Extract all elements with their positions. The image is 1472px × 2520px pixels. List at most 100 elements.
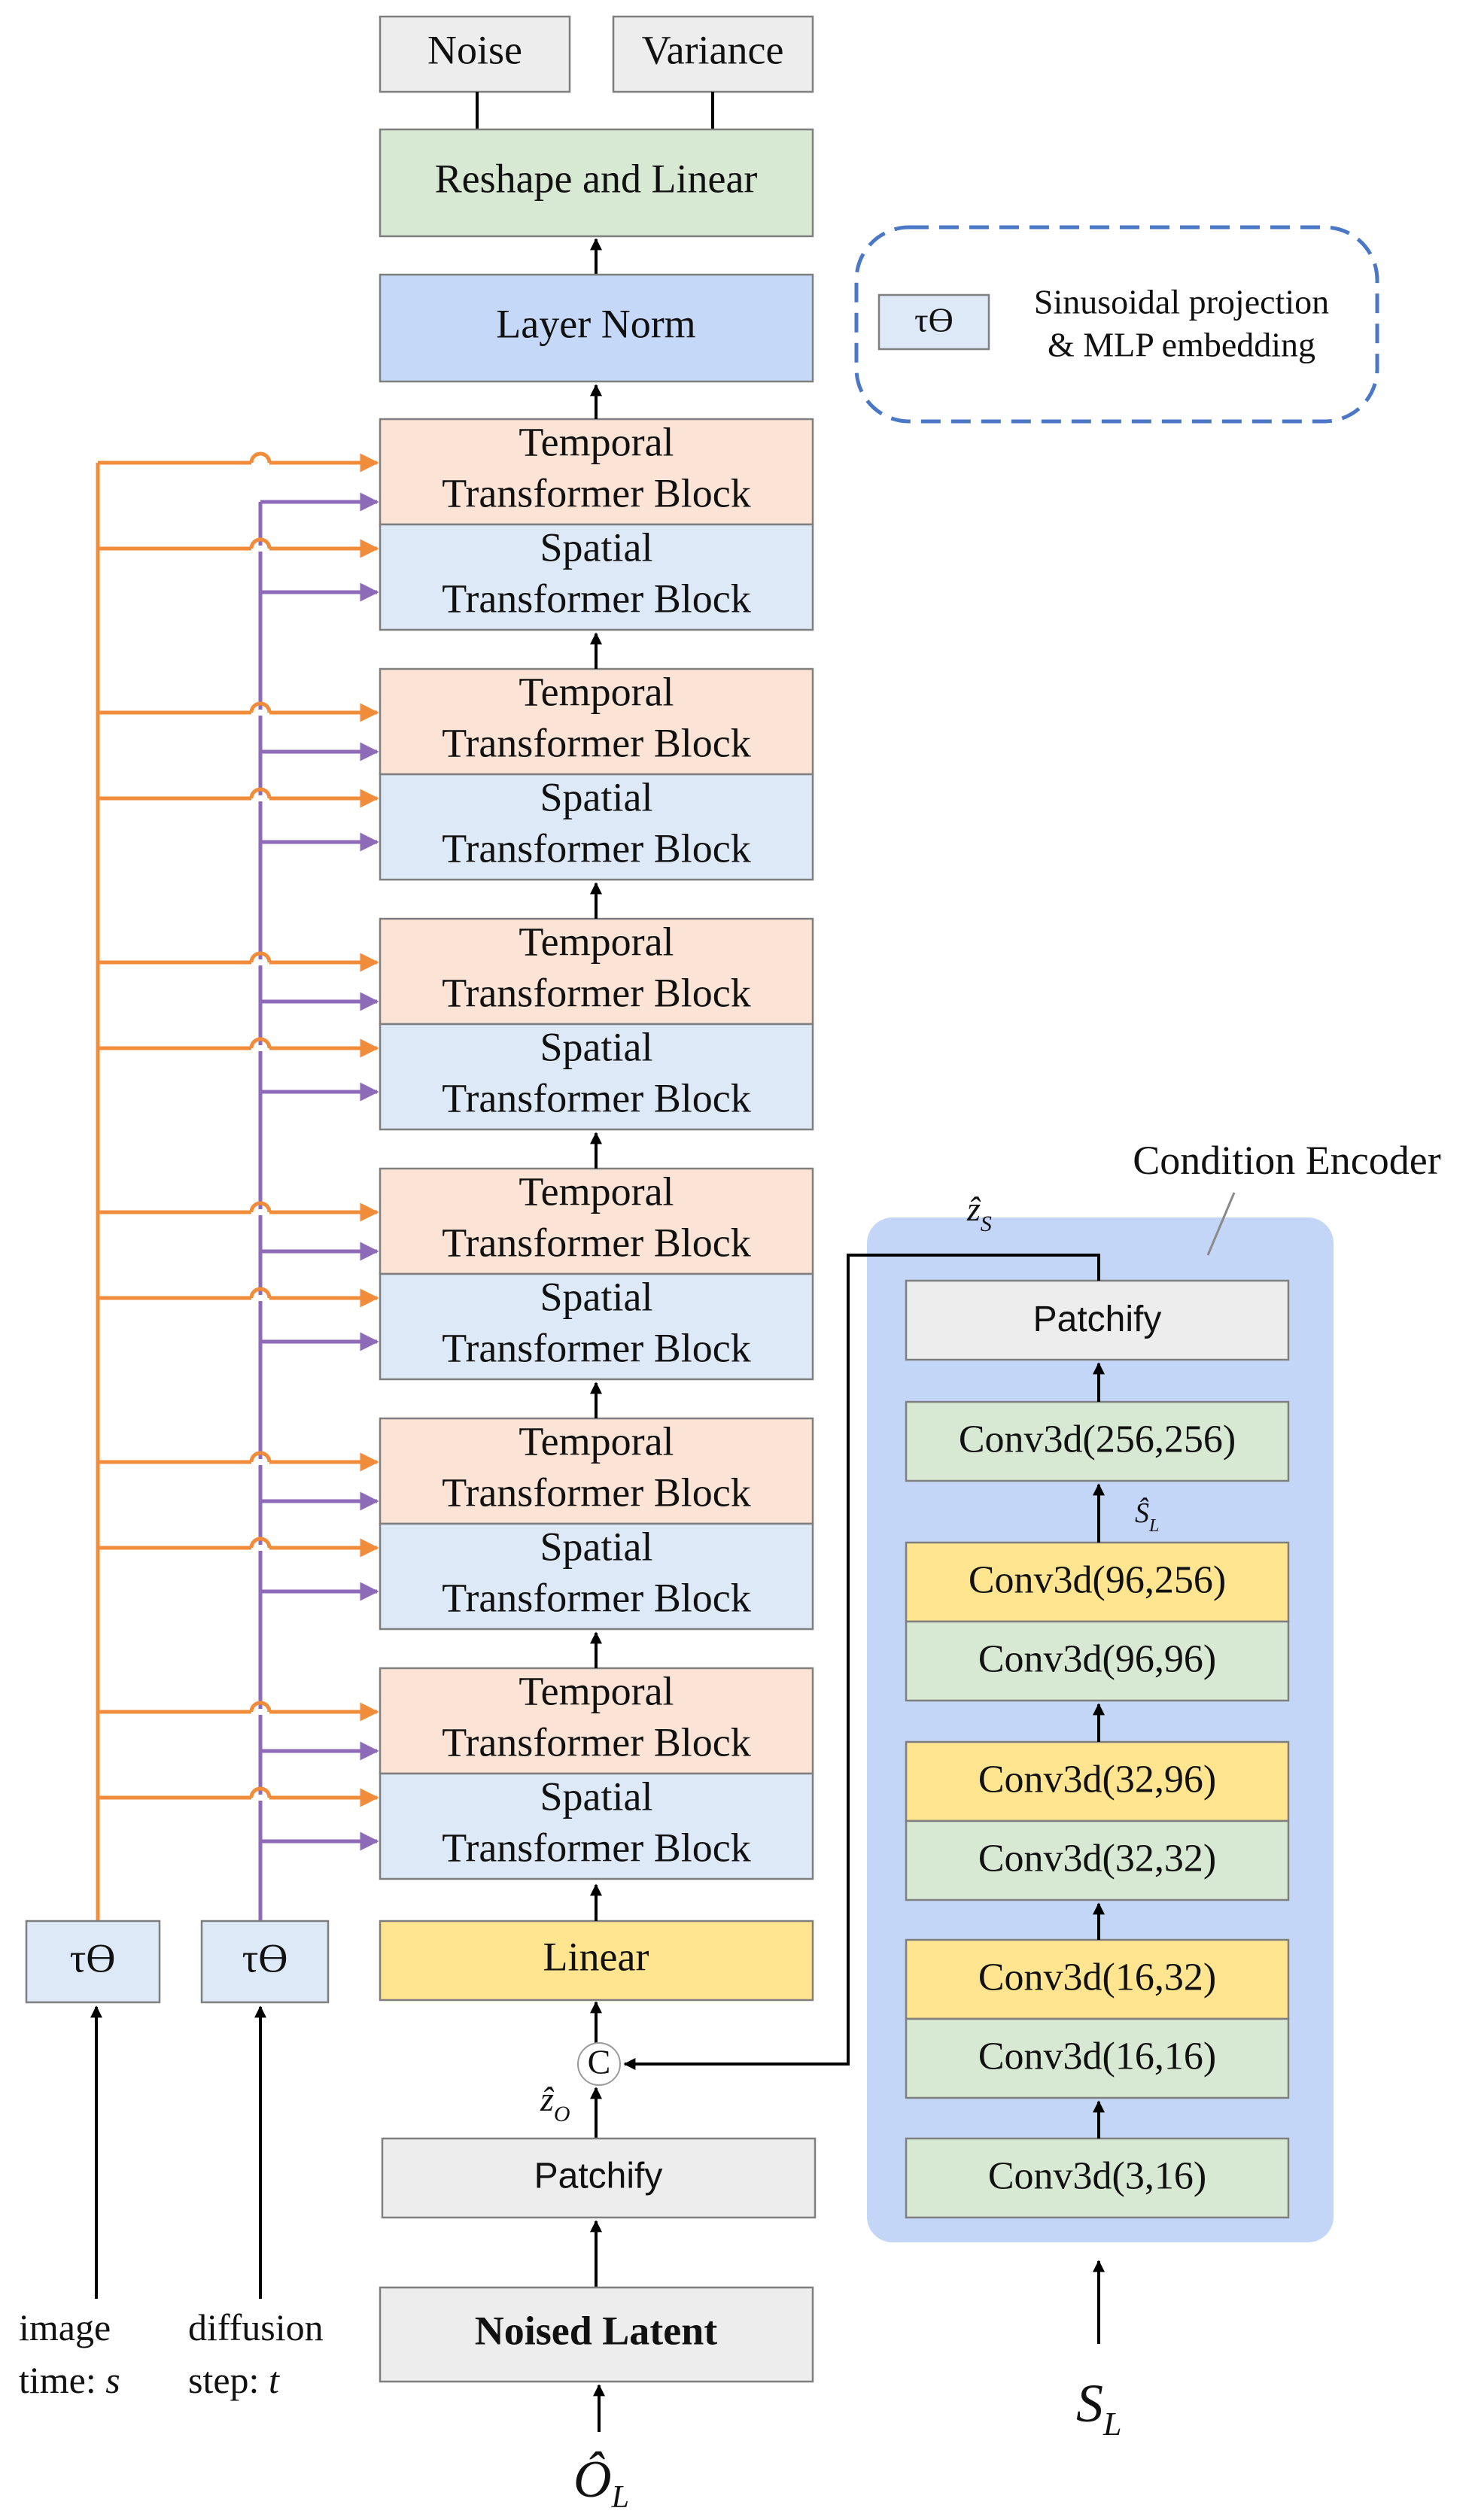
spatial-block-label: Spatial <box>540 774 653 819</box>
z-s-label: ẑS <box>966 1190 992 1236</box>
layer-norm-label: Layer Norm <box>496 301 695 346</box>
crossing-gap <box>251 1709 269 1715</box>
concat-label: C <box>588 2043 611 2081</box>
spatial-block-label: Transformer Block <box>442 825 750 871</box>
encoder-layer: Conv3d(3,16) <box>905 2137 1290 2219</box>
spatial-block-label: Spatial <box>540 1274 653 1319</box>
condition-encoder-pointer <box>1206 1192 1236 1256</box>
temporal-block-label: Transformer Block <box>442 1470 750 1515</box>
legend-line-1: Sinusoidal projection <box>1034 283 1329 321</box>
reshape-linear-box: Reshape and Linear <box>379 128 814 238</box>
embedding-feeds <box>96 451 379 1921</box>
legend-tau-symbol: τϴ <box>914 301 953 339</box>
encoder-layer-label: Conv3d(32,96) <box>978 1758 1216 1801</box>
temporal-block-label: Transformer Block <box>442 470 750 515</box>
crossing-gap <box>251 546 269 552</box>
encoder-layer: Conv3d(256,256) <box>905 1400 1290 1482</box>
encoder-layer-label: Conv3d(16,16) <box>978 2035 1216 2078</box>
encoder-layer: Conv3d(16,32) <box>905 1938 1290 2020</box>
temporal-block-label: Transformer Block <box>442 1220 750 1265</box>
encoder-layer: Patchify <box>905 1279 1290 1361</box>
patchify-box: Patchify <box>381 2137 817 2219</box>
crossing-hop <box>249 1037 272 1049</box>
diffusion-step-line-1: diffusion <box>188 2306 324 2348</box>
spatial-block-label: Spatial <box>540 1024 653 1069</box>
linear-box: Linear <box>379 1920 814 2002</box>
crossing-hop <box>249 951 272 963</box>
temporal-block-label: Temporal <box>519 1668 674 1713</box>
noise-output: Noise <box>379 15 571 93</box>
legend-line-2: & MLP embedding <box>1048 326 1315 364</box>
image-time-line-2: time: s <box>19 2359 120 2401</box>
crossing-hop <box>249 451 272 464</box>
temporal-block-label: Temporal <box>519 669 674 714</box>
encoder-layer-label: Patchify <box>1033 1300 1162 1339</box>
temporal-block-label: Transformer Block <box>442 1719 750 1765</box>
encoder-layer-label: Conv3d(96,96) <box>978 1637 1216 1680</box>
temporal-block-label: Temporal <box>519 919 674 964</box>
patchify-label: Patchify <box>534 2157 663 2196</box>
crossing-gap <box>251 1545 269 1551</box>
variance-output: Variance <box>612 15 814 93</box>
z-o-label: ẑO <box>540 2080 570 2126</box>
concat-node: C <box>577 2042 621 2086</box>
noised-latent-label: Noised Latent <box>475 2308 718 2353</box>
image-time-line-1: image <box>19 2306 111 2348</box>
encoder-layer: Conv3d(96,256) <box>905 1541 1290 1623</box>
encoder-layer-label: Conv3d(256,256) <box>959 1418 1236 1461</box>
crossing-gap <box>251 1459 269 1465</box>
crossing-hop <box>249 537 272 549</box>
crossing-gap <box>251 959 269 965</box>
s-l-input: SL <box>1076 2373 1121 2442</box>
legend-tau-box <box>877 293 990 351</box>
image-time-tau: τϴ <box>70 1935 116 1980</box>
spatial-block-label: Transformer Block <box>442 1825 750 1870</box>
spatial-block-label: Spatial <box>540 524 653 570</box>
condition-encoder-title: Condition Encoder <box>1133 1138 1440 1183</box>
encoder-layer: Conv3d(16,16) <box>905 2017 1290 2099</box>
spatial-block-label: Transformer Block <box>442 576 750 621</box>
spatial-block-label: Transformer Block <box>442 1075 750 1120</box>
crossing-gap <box>251 1295 269 1301</box>
encoder-layer-label: Conv3d(32,32) <box>978 1837 1216 1880</box>
encoder-layer-label: Conv3d(16,32) <box>978 1956 1216 1999</box>
crossing-gap <box>251 1045 269 1051</box>
encoder-layer: Conv3d(32,96) <box>905 1740 1290 1822</box>
encoder-layer: Conv3d(32,32) <box>905 1819 1290 1901</box>
crossing-gap <box>251 1795 269 1801</box>
crossing-hop <box>249 787 272 799</box>
temporal-block-label: Transformer Block <box>442 720 750 765</box>
legend: τϴ Sinusoidal projection & MLP embedding <box>854 225 1379 424</box>
variance-label: Variance <box>642 27 784 72</box>
o-hat-input: ÔL <box>573 2451 629 2515</box>
crossing-gap <box>251 1209 269 1215</box>
diffusion-step-embedder: τϴ <box>200 1920 330 2004</box>
crossing-gap <box>251 460 269 466</box>
image-time-embedder: τϴ <box>25 1920 161 2004</box>
crossing-hop <box>249 1287 272 1299</box>
temporal-block-label: Transformer Block <box>442 970 750 1015</box>
crossing-hop <box>249 1786 272 1798</box>
linear-label: Linear <box>543 1934 649 1979</box>
reshape-linear-label: Reshape and Linear <box>435 156 758 201</box>
encoder-layer: Conv3d(96,96) <box>905 1620 1290 1702</box>
spatial-block-label: Transformer Block <box>442 1325 750 1370</box>
encoder-layer-label: Conv3d(96,256) <box>969 1558 1226 1601</box>
